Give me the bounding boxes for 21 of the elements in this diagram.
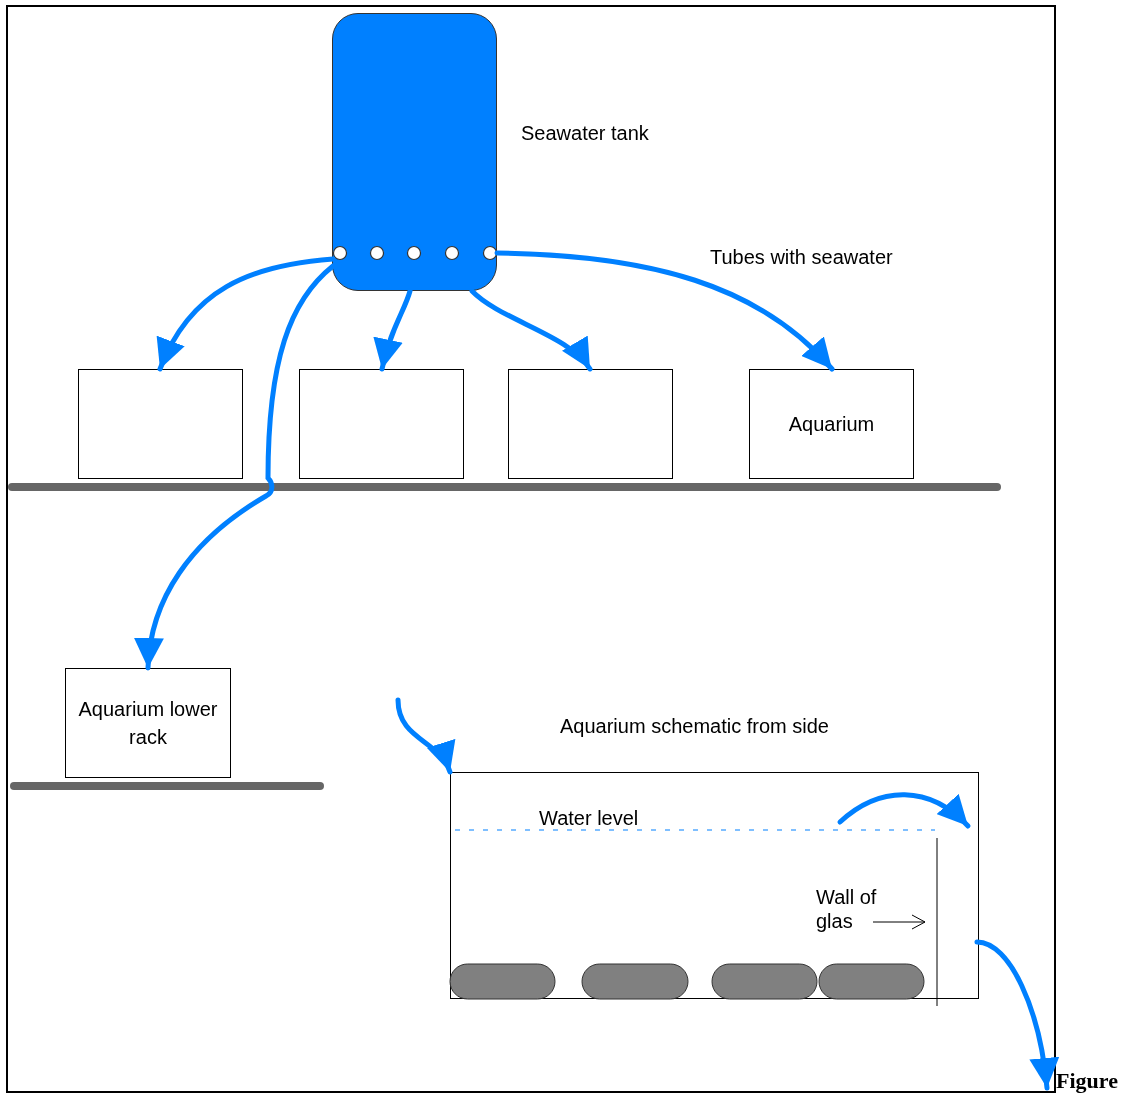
- node-label: Aquarium lower rack: [77, 697, 219, 750]
- figure-caption: Figure: [1056, 1068, 1118, 1095]
- aquarium-box: [78, 369, 243, 479]
- aquarium-box: [508, 369, 673, 479]
- seawater-tank: [332, 13, 497, 291]
- tube-arrow: [374, 288, 413, 372]
- aquarium-box: [299, 369, 464, 479]
- tube-arrow: [974, 939, 1059, 1091]
- tube-arrow: [135, 263, 336, 671]
- text-label: Wall of glas: [816, 885, 878, 933]
- node-caption: Aquarium schematic from side: [560, 714, 829, 738]
- tube-arrow: [395, 697, 453, 775]
- node-label: Aquarium: [787, 412, 876, 437]
- text-label: Tubes with seawater: [710, 245, 893, 269]
- tube-arrow: [157, 256, 336, 372]
- text-label: Water level: [539, 806, 639, 830]
- aquarium-box: [65, 668, 231, 778]
- aquarium-box: [749, 369, 914, 479]
- tube-arrow: [494, 250, 835, 372]
- node-caption: Seawater tank: [521, 121, 649, 145]
- tube-arrow: [469, 288, 593, 372]
